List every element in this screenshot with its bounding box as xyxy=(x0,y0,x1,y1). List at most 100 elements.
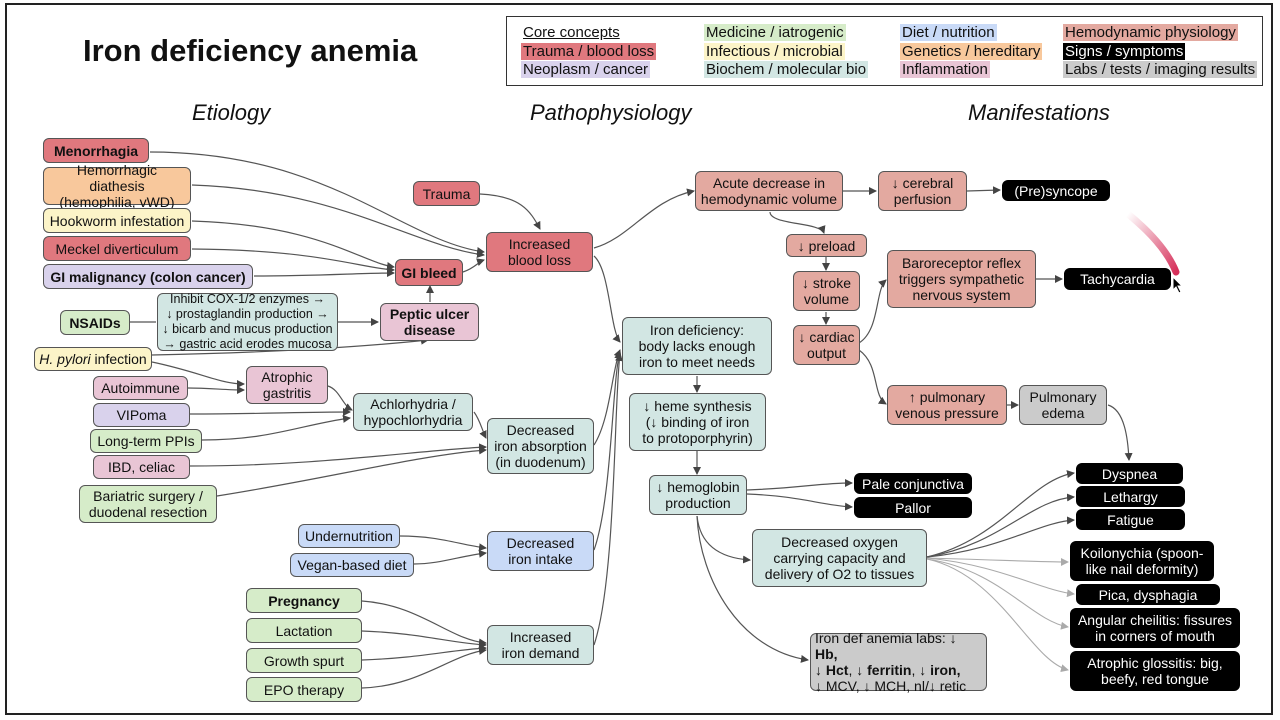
node-hookworm: Hookworm infestation xyxy=(43,208,191,233)
node-tachycardia: Tachycardia xyxy=(1064,268,1171,290)
node-pregnancy: Pregnancy xyxy=(246,588,362,613)
edge-hb-pale xyxy=(746,479,853,491)
node-vegan-diet: Vegan-based diet xyxy=(290,553,414,577)
node-menorrhagia: Menorrhagia xyxy=(43,138,149,163)
page-title: Iron deficiency anemia xyxy=(83,33,418,68)
node-autoimmune: Autoimmune xyxy=(93,376,188,400)
edge-bloodloss-acute xyxy=(593,188,695,249)
node-lethargy: Lethargy xyxy=(1076,486,1185,507)
edge-hemorrhagic-bloodloss xyxy=(191,184,485,259)
legend-infectious: Infectious / microbial xyxy=(704,43,845,60)
edge-pregnancy-demand xyxy=(361,600,487,647)
node-bariatric-surgery: Bariatric surgery / duodenal resection xyxy=(79,485,217,523)
node-iron-def-labs: Iron def anemia labs: ↓ Hb, ↓ Hct, ↓ fer… xyxy=(810,630,987,694)
legend-neoplasm: Neoplasm / cancer xyxy=(521,61,651,78)
edge-achlor-absorption xyxy=(473,411,487,439)
node-angular-cheilitis: Angular cheilitis: fissures in corners o… xyxy=(1070,608,1240,648)
edge-cardiac-baro xyxy=(858,279,887,344)
node-pulmonary-pressure: ↑ pulmonary venous pressure xyxy=(887,385,1007,425)
edge-autoimmune-atrophic xyxy=(187,385,245,394)
edge-acute-preload xyxy=(769,211,826,234)
node-lactation: Lactation xyxy=(246,618,362,643)
legend-trauma: Trauma / blood loss xyxy=(521,43,657,60)
node-increased-blood-loss: Increased blood loss xyxy=(486,232,593,272)
node-gi-bleed: GI bleed xyxy=(395,259,463,286)
edge-epo-demand xyxy=(361,647,487,689)
node-hemorrhagic-diathesis: Hemorrhagic diathesis (hemophilia, vWD) xyxy=(43,162,191,210)
edge-menorrhagia-bloodloss xyxy=(149,151,485,255)
edge-meckel-gibleed xyxy=(191,248,395,274)
edge-cardiac-pulm xyxy=(858,349,887,405)
node-pallor: Pallor xyxy=(854,497,972,518)
node-pale-conjunctiva: Pale conjunctiva xyxy=(854,473,972,494)
legend-medicine: Medicine / iatrogenic xyxy=(704,24,846,41)
edge-hookworm-gibleed xyxy=(191,220,395,270)
edge-oxygen-pica xyxy=(926,557,1075,598)
node-iron-deficiency: Iron deficiency: body lacks enough iron … xyxy=(622,317,772,375)
node-cox-inhibition: Inhibit COX-1/2 enzymes → ↓ prostaglandi… xyxy=(157,292,338,351)
node-dyspnea: Dyspnea xyxy=(1076,463,1183,484)
node-decreased-oxygen: Decreased oxygen carrying capacity and d… xyxy=(752,529,927,587)
edge-gimalig-gibleed xyxy=(253,269,395,278)
mouse-cursor-icon xyxy=(1172,276,1184,294)
edge-hb-oxygen xyxy=(696,515,751,564)
legend: Core concepts Trauma / blood loss Neopla… xyxy=(506,16,1263,86)
edge-gibleed-bloodloss xyxy=(462,258,485,273)
node-cardiac-output: ↓ cardiac output xyxy=(793,325,860,365)
node-decreased-intake: Decreased iron intake xyxy=(487,531,594,571)
legend-labs: Labs / tests / imaging results xyxy=(1063,61,1258,78)
edge-atrophic-achlor xyxy=(327,385,353,411)
node-acute-decrease: Acute decrease in hemodynamic volume xyxy=(695,171,843,211)
node-cerebral-perfusion: ↓ cerebral perfusion xyxy=(878,171,967,211)
legend-diet: Diet / nutrition xyxy=(900,24,997,41)
node-baroreceptor: Baroreceptor reflex triggers sympathetic… xyxy=(887,250,1036,308)
edge-bariatric-absorption xyxy=(216,446,487,497)
edge-ibd-absorption xyxy=(189,443,487,467)
edge-ppis-achlor xyxy=(201,415,351,441)
edge-growth-demand xyxy=(361,644,487,661)
node-presyncope: (Pre)syncope xyxy=(1002,180,1110,201)
edge-edema-dyspnea xyxy=(1107,404,1133,461)
edge-undernut-intake xyxy=(399,535,487,552)
pen-stroke-mark xyxy=(1124,210,1180,276)
legend-hemodynamic: Hemodynamic physiology xyxy=(1063,24,1238,41)
legend-core: Core concepts xyxy=(523,24,620,41)
node-long-term-ppis: Long-term PPIs xyxy=(90,429,202,453)
edge-oxygen-lethargy xyxy=(926,493,1075,558)
node-gi-malignancy: GI malignancy (colon cancer) xyxy=(43,264,253,289)
legend-signs: Signs / symptoms xyxy=(1063,43,1186,60)
node-epo-therapy: EPO therapy xyxy=(246,677,362,702)
edge-lactation-demand xyxy=(361,630,487,649)
node-h-pylori: H. pylori infection xyxy=(34,347,152,371)
node-ibd-celiac: IBD, celiac xyxy=(93,455,190,479)
node-heme-synthesis: ↓ heme synthesis (↓ binding of iron to p… xyxy=(629,393,766,451)
node-undernutrition: Undernutrition xyxy=(298,524,400,548)
node-pica-dysphagia: Pica, dysphagia xyxy=(1076,584,1220,605)
node-stroke-volume: ↓ stroke volume xyxy=(793,271,860,311)
edge-oxygen-fatigue xyxy=(926,516,1075,558)
edge-trauma-bloodloss xyxy=(479,193,541,230)
edge-oxygen-cheilitis xyxy=(926,558,1069,630)
legend-biochem: Biochem / molecular bio xyxy=(704,61,869,78)
node-decreased-absorption: Decreased iron absorption (in duodenum) xyxy=(487,418,594,474)
node-increased-demand: Increased iron demand xyxy=(487,625,594,665)
node-nsaids: NSAIDs xyxy=(60,310,130,335)
section-etiology: Etiology xyxy=(192,100,271,125)
edge-oxygen-dyspnea xyxy=(926,470,1075,558)
edge-hb-labs xyxy=(696,515,809,663)
section-pathophysiology: Pathophysiology xyxy=(530,100,692,125)
node-fatigue: Fatigue xyxy=(1076,509,1185,530)
edge-hb-pallor xyxy=(746,493,853,511)
edge-vegan-intake xyxy=(413,549,487,565)
section-manifestations: Manifestations xyxy=(968,100,1110,125)
edge-cerebral-syncope xyxy=(966,186,1001,195)
node-atrophic-gastritis: Atrophic gastritis xyxy=(246,366,328,404)
node-trauma: Trauma xyxy=(413,181,480,206)
node-koilonychia: Koilonychia (spoon- like nail deformity) xyxy=(1070,541,1214,581)
edge-bloodloss-irondef xyxy=(593,255,621,343)
edge-intake-irondef xyxy=(593,351,622,551)
node-hemoglobin-production: ↓ hemoglobin production xyxy=(649,475,747,515)
edge-pylori-atrophic xyxy=(151,361,245,388)
node-meckel: Meckel diverticulum xyxy=(43,236,191,261)
